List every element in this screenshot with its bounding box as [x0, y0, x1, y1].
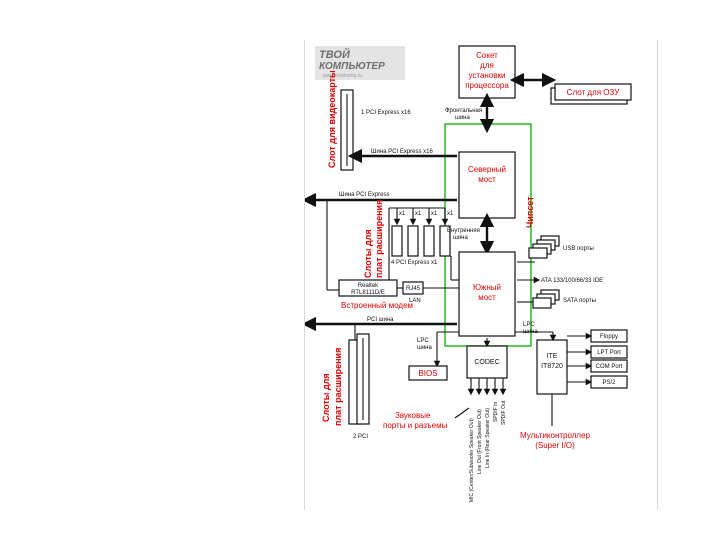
- lpc-left-label1: LPC: [417, 338, 429, 344]
- lpt-box: [590, 345, 628, 359]
- internal-bus-label2: шина: [453, 235, 468, 241]
- north-bridge-line1: Северный: [468, 165, 506, 174]
- x1-mark-1: x1: [399, 211, 406, 217]
- x1-mark-4: x1: [447, 211, 454, 217]
- chipset-label: Чипсет: [525, 196, 535, 228]
- north-bridge-box: [458, 151, 516, 219]
- audio-label-2: Line Out (Front Speaker Out): [477, 409, 483, 474]
- cpu-socket-box: [458, 45, 516, 99]
- logo-url: www.tvoykomp.ru: [323, 73, 362, 79]
- onboard-modem-label: Встроенный модем: [341, 301, 413, 310]
- ata-label: ATA 133/100/66/33 IDE: [541, 278, 603, 284]
- audio-label-3: Line In (Rear Speaker Out): [485, 408, 491, 468]
- cpu-socket-line4: процессора: [465, 81, 509, 90]
- x1-mark-2: x1: [415, 211, 422, 217]
- com-label: COM Port: [596, 364, 623, 370]
- audio-label-1: MIC (Center/Subwoofer Speaker Out): [469, 418, 475, 502]
- expansion-slots2-label2: плат расширения: [333, 348, 343, 426]
- expansion-slots-label1: Слоты для: [363, 229, 373, 278]
- sata-port-3: [532, 297, 552, 309]
- usb-port-4: [528, 247, 548, 259]
- lpc-right-label1: LPC: [523, 322, 535, 328]
- multicontroller-label2: (Super I/O): [535, 441, 575, 450]
- audio-ports-label2: порты и разъемы: [383, 421, 448, 430]
- superio-box: [536, 339, 568, 395]
- pci2-label: 2 PCI: [353, 434, 368, 440]
- floppy-box: [590, 329, 628, 343]
- ram-slot-label: Слот для ОЗУ: [567, 88, 621, 97]
- superio-line2: IT8720: [541, 363, 563, 370]
- fsb-label1: Фронтальная: [445, 108, 482, 114]
- lan-label: LAN: [409, 298, 421, 304]
- pcie-x16-bus-label: Шина PCI Express x16: [371, 149, 434, 155]
- lan-chip-line2: RTL8111D/E: [351, 290, 385, 296]
- ps2-box: [590, 375, 628, 389]
- sata-group: SATA порты: [517, 289, 596, 309]
- io-ports: Floppy LPT Port COM Port PS/2: [567, 329, 628, 389]
- fsb-label2: шина: [455, 115, 470, 121]
- logo-background: [315, 46, 405, 80]
- audio-label-4: SPDIF In: [493, 401, 499, 422]
- lan-chip-line1: Realtek: [358, 283, 379, 289]
- lpc-left-label2: шина: [417, 345, 432, 351]
- x1-slot-3: [423, 225, 435, 257]
- south-bridge-line2: мост: [478, 293, 496, 302]
- multicontroller-label1: Мультиконтроллер: [520, 431, 591, 440]
- audio-ports-label1: Звуковые: [395, 411, 431, 420]
- x1-slot-2: [407, 225, 419, 257]
- cpu-socket-line1: Сокет: [476, 51, 498, 60]
- x1-slot-4: [439, 225, 451, 257]
- bios-box: [408, 365, 448, 381]
- logo: ТВОЙ КОМПЬЮТЕР www.tvoykomp.ru: [315, 46, 405, 80]
- expansion-slots2-label1: Слоты для: [321, 373, 331, 422]
- cpu-socket-line3: установки: [468, 71, 505, 80]
- north-bridge-line2: мост: [478, 175, 496, 184]
- logo-line1: ТВОЙ: [319, 48, 351, 61]
- ps2-label: PS/2: [602, 380, 616, 386]
- audio-ports-leader: [454, 407, 470, 419]
- sata-label: SATA порты: [563, 298, 596, 304]
- south-bridge-line1: Южный: [473, 283, 501, 292]
- codec-label: CODEC: [474, 359, 499, 366]
- x1-mark-3: x1: [431, 211, 438, 217]
- lpt-label: LPT Port: [597, 350, 621, 356]
- pcie-x16-label: 1 PCI Express x16: [361, 110, 411, 116]
- superio-line1: ITE: [547, 353, 558, 360]
- ram-slot-front: [554, 83, 632, 101]
- usb-group: USB порты: [517, 235, 594, 263]
- codec-box: [466, 345, 508, 379]
- video-slot-label: Слот для видеокарты: [327, 70, 337, 168]
- pci-bus-label: PCI шина: [367, 317, 394, 323]
- logo-line2: КОМПЬЮТЕР: [319, 61, 385, 72]
- audio-label-5: SPDIF Out: [501, 400, 507, 425]
- diagram-canvas: ТВОЙ КОМПЬЮТЕР www.tvoykomp.ru Чипсет Со…: [305, 45, 632, 502]
- floppy-label: Floppy: [600, 334, 618, 340]
- x1-slot-group: x1 x1 x1 x1: [388, 207, 454, 280]
- lpc-right-label2: шина: [523, 329, 538, 335]
- audio-lines: MIC (Center/Subwoofer Speaker Out) Line …: [467, 378, 507, 502]
- bios-label: BIOS: [418, 369, 437, 378]
- pcie-x1-label: 4 PCI Express x1: [391, 260, 438, 266]
- internal-bus-label1: Внутренняя: [447, 228, 480, 234]
- cpu-socket-line2: для: [480, 61, 494, 70]
- com-box: [590, 359, 628, 373]
- expansion-slots-label2: плат расширения: [374, 200, 384, 278]
- pcie-bus-label: Шина PCI Express: [339, 192, 390, 198]
- motherboard-block-diagram: ТВОЙ КОМПЬЮТЕР www.tvoykomp.ru Чипсет Со…: [304, 40, 658, 510]
- south-bridge-box: [458, 251, 516, 337]
- rj45-label: RJ45: [406, 286, 421, 292]
- usb-ports-label: USB порты: [563, 246, 594, 252]
- x1-slot-1: [391, 225, 403, 257]
